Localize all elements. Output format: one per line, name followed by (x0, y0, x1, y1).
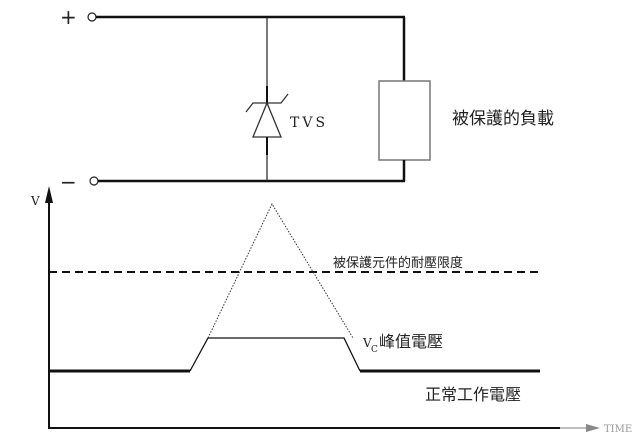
svg-text:C: C (371, 345, 378, 355)
load-label: 被保護的負載 (452, 109, 554, 129)
tvs-label: TVS (290, 115, 328, 131)
circuit: + − TVS 被保護的負載 (60, 5, 554, 194)
clamped-pulse (189, 337, 361, 372)
plus-terminal-label: + (60, 5, 77, 29)
svg-text:峰值電壓: 峰值電壓 (379, 332, 443, 351)
tvs-diode-symbol (245, 86, 289, 155)
x-axis-label: TIME (604, 424, 632, 435)
plus-terminal (87, 12, 97, 22)
x-axis-arrow-icon (586, 424, 600, 432)
y-axis-label: V (30, 194, 40, 208)
y-axis-arrow-icon (45, 186, 53, 203)
unclamped-surge-triangle (207, 202, 354, 339)
load-resistor (378, 80, 431, 161)
waveform-chart: V TIME 被保護元件的耐壓限度 V C 峰值電壓 正常工作電壓 (30, 186, 632, 435)
minus-terminal (89, 176, 99, 186)
vc-label: V C 峰值電壓 (362, 332, 443, 355)
minus-terminal-label: − (60, 170, 77, 194)
normal-voltage-label: 正常工作電壓 (425, 385, 521, 404)
svg-text:V: V (362, 336, 372, 350)
withstand-limit-label: 被保護元件的耐壓限度 (333, 255, 463, 271)
